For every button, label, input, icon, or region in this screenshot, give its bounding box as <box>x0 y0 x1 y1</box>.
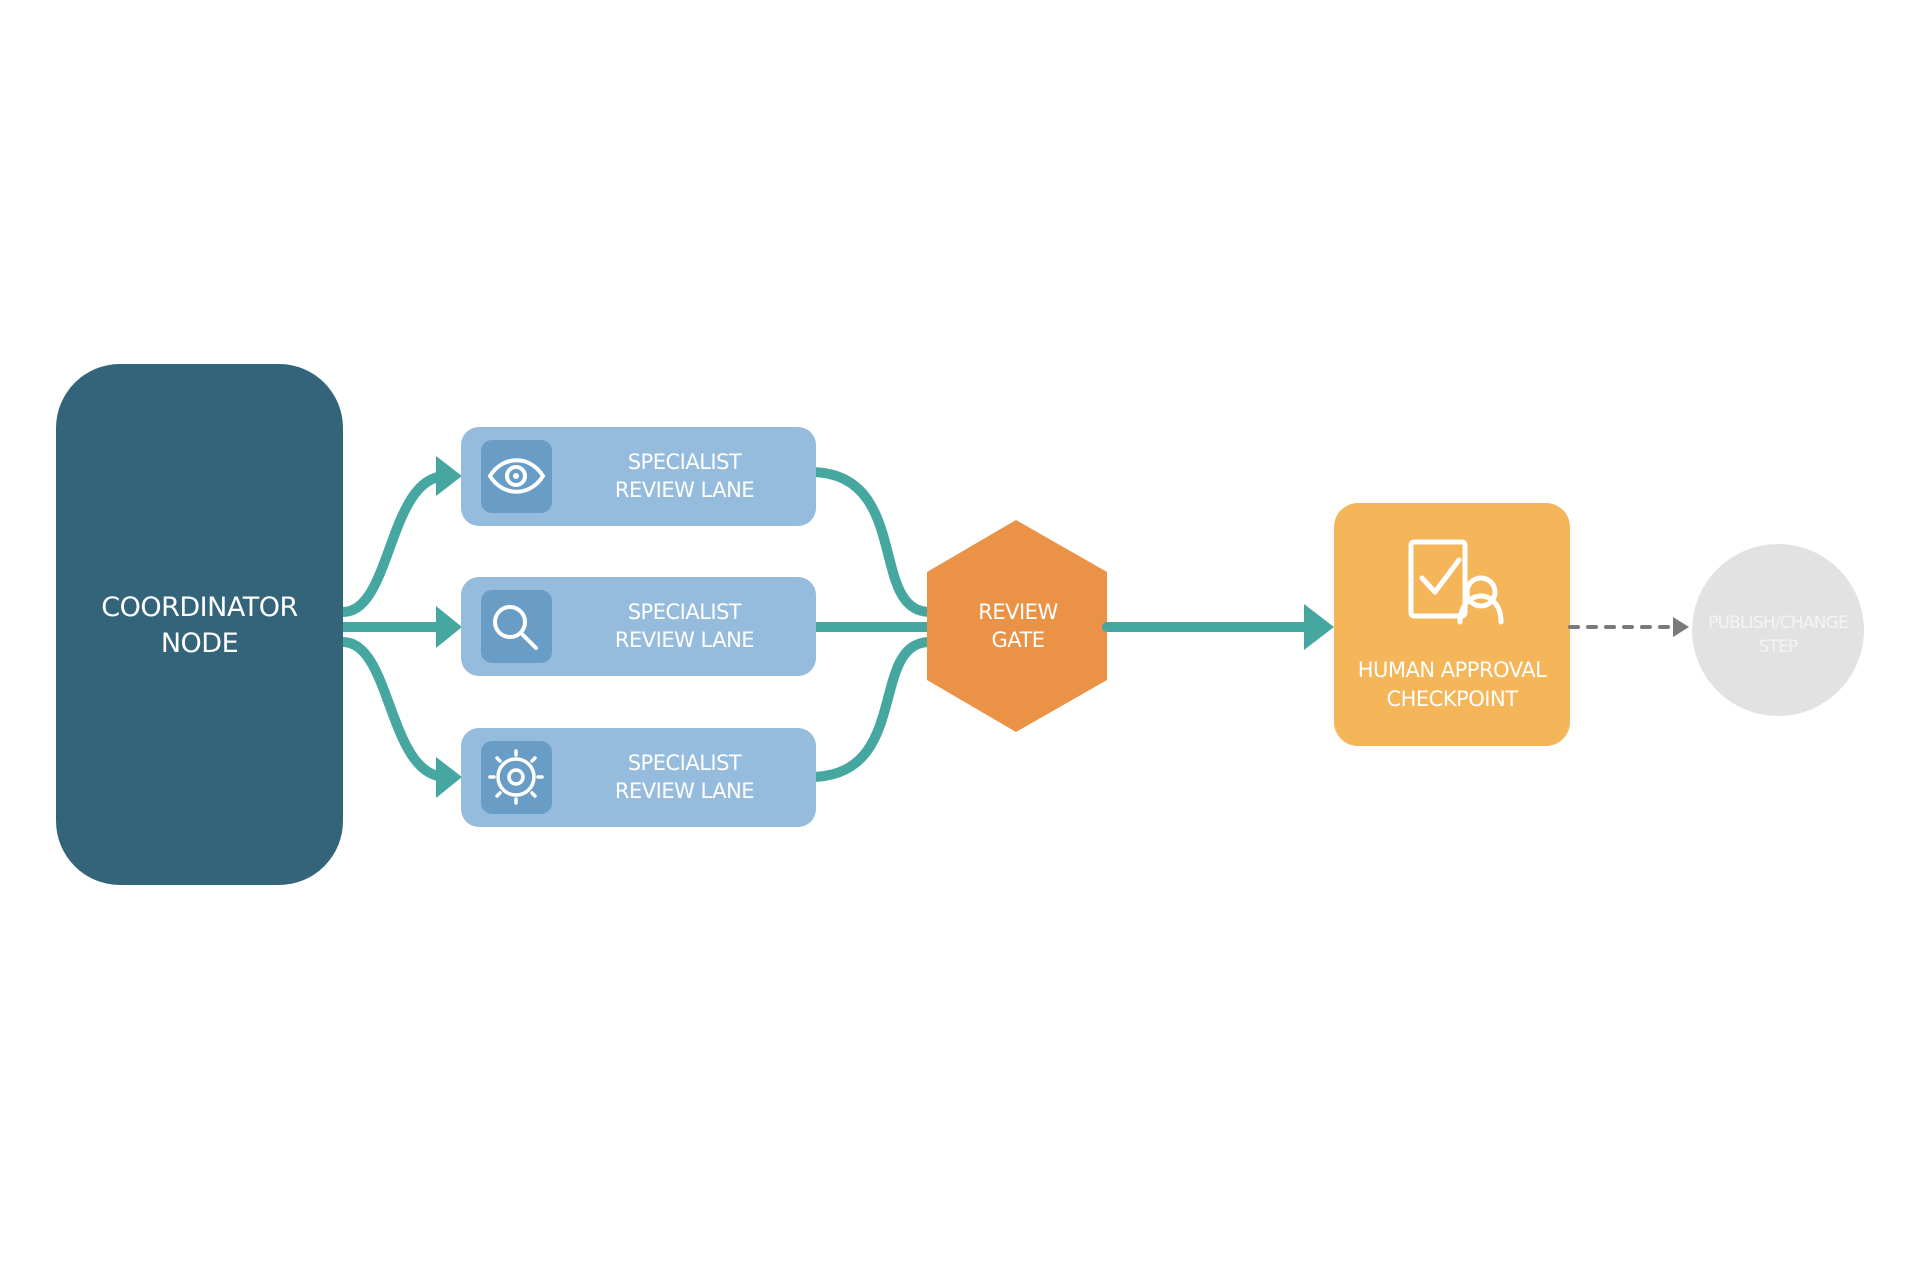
specialist-review-lane-2-label: SPECIALIST REVIEW LANE <box>614 600 755 652</box>
review-gate-hexagon <box>927 520 1107 732</box>
search-icon <box>493 605 538 650</box>
arrowhead-lane-3 <box>436 757 462 798</box>
specialist-review-lane-1-label: SPECIALIST REVIEW LANE <box>614 450 755 502</box>
publish-change-step-label: PUBLISH/CHANGE STEP <box>1708 613 1849 657</box>
arrowhead-lane-1 <box>436 456 462 496</box>
eye-icon <box>487 458 546 494</box>
arrowhead-approval <box>1304 604 1334 650</box>
gear-icon <box>488 749 544 805</box>
lanes-to-gate-connectors <box>805 467 935 782</box>
review-gate-label: REVIEW GATE <box>978 600 1058 652</box>
publish-change-step <box>1692 544 1864 716</box>
connector-lane-3-to-gate <box>805 637 935 782</box>
arrowhead-lane-2 <box>436 606 462 648</box>
coordinator-node <box>56 364 343 885</box>
human-approval-checkpoint <box>1334 503 1570 746</box>
specialist-review-lane-3 <box>461 728 816 827</box>
human-approval-checkpoint-label: HUMAN APPROVAL CHECKPOINT <box>1357 658 1547 711</box>
lane-icon-tile <box>481 590 552 663</box>
specialist-review-lane-1 <box>461 427 816 526</box>
specialist-review-lane-3-label: SPECIALIST REVIEW LANE <box>614 751 755 803</box>
specialist-review-lane-2 <box>461 577 816 676</box>
connector-coordinator-to-lane-3 <box>338 637 451 782</box>
arrowhead-publish <box>1673 617 1689 637</box>
approval-checklist-person-icon <box>1408 539 1504 625</box>
coordinator-to-lanes-connectors <box>338 456 462 798</box>
connector-lane-1-to-gate <box>805 467 935 617</box>
connector-coordinator-to-lane-1 <box>338 471 451 617</box>
coordinator-node-label: COORDINATOR NODE <box>101 592 298 659</box>
